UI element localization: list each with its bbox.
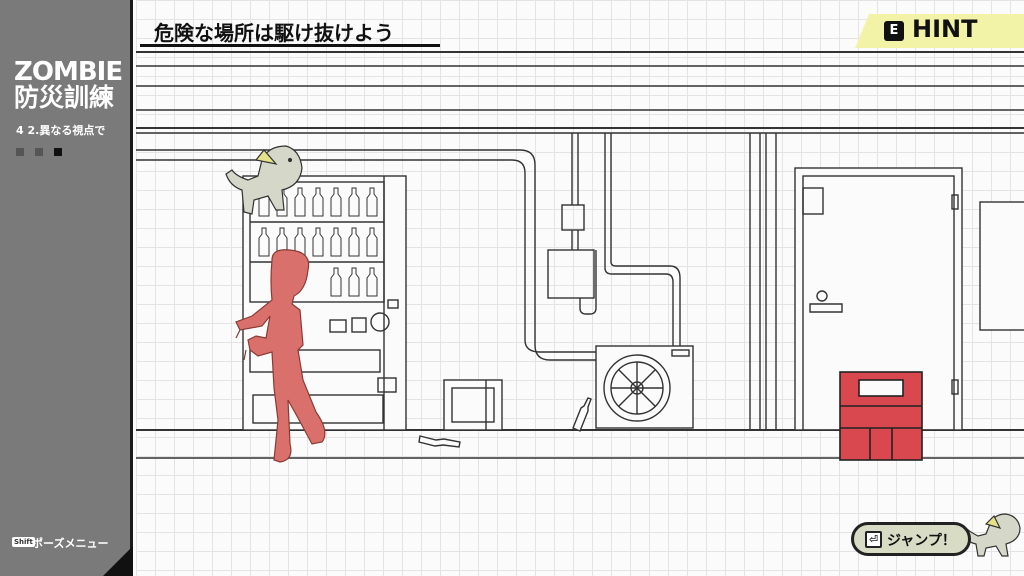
e-key-icon: E <box>884 21 904 41</box>
progress-pip-3 <box>54 148 62 156</box>
red-crate <box>839 371 923 461</box>
game-scene[interactable] <box>136 0 1024 576</box>
logo-subtitle: 防災訓練 <box>14 83 115 112</box>
zombie-player <box>235 249 326 463</box>
dog-companion <box>225 145 303 215</box>
enter-key-glyph: ⏎ <box>869 533 879 546</box>
hint-button[interactable] <box>855 14 1024 48</box>
sidebar: ZOMBIE 防災訓練 4 2.異なる視点で Shift ポーズメニュー <box>0 0 133 576</box>
corner-decoration <box>103 546 133 576</box>
shift-key-icon: Shift <box>12 537 35 547</box>
scene-illustration <box>136 51 1024 557</box>
progress-pip-1 <box>16 148 24 156</box>
dog-icon <box>961 513 1021 557</box>
enter-key-icon <box>865 531 882 548</box>
progress-pip-2 <box>35 148 43 156</box>
objective-text: 危険な場所は駆け抜けよう <box>154 21 394 45</box>
hint-label[interactable]: HINT <box>912 15 978 43</box>
jump-label[interactable]: ジャンプ！ <box>887 533 956 549</box>
pause-menu-button[interactable]: ポーズメニュー <box>32 537 109 550</box>
stage-label: 4 2.異なる視点で <box>16 124 106 137</box>
logo-title: ZOMBIE <box>14 57 123 87</box>
objective-underline <box>140 44 440 47</box>
